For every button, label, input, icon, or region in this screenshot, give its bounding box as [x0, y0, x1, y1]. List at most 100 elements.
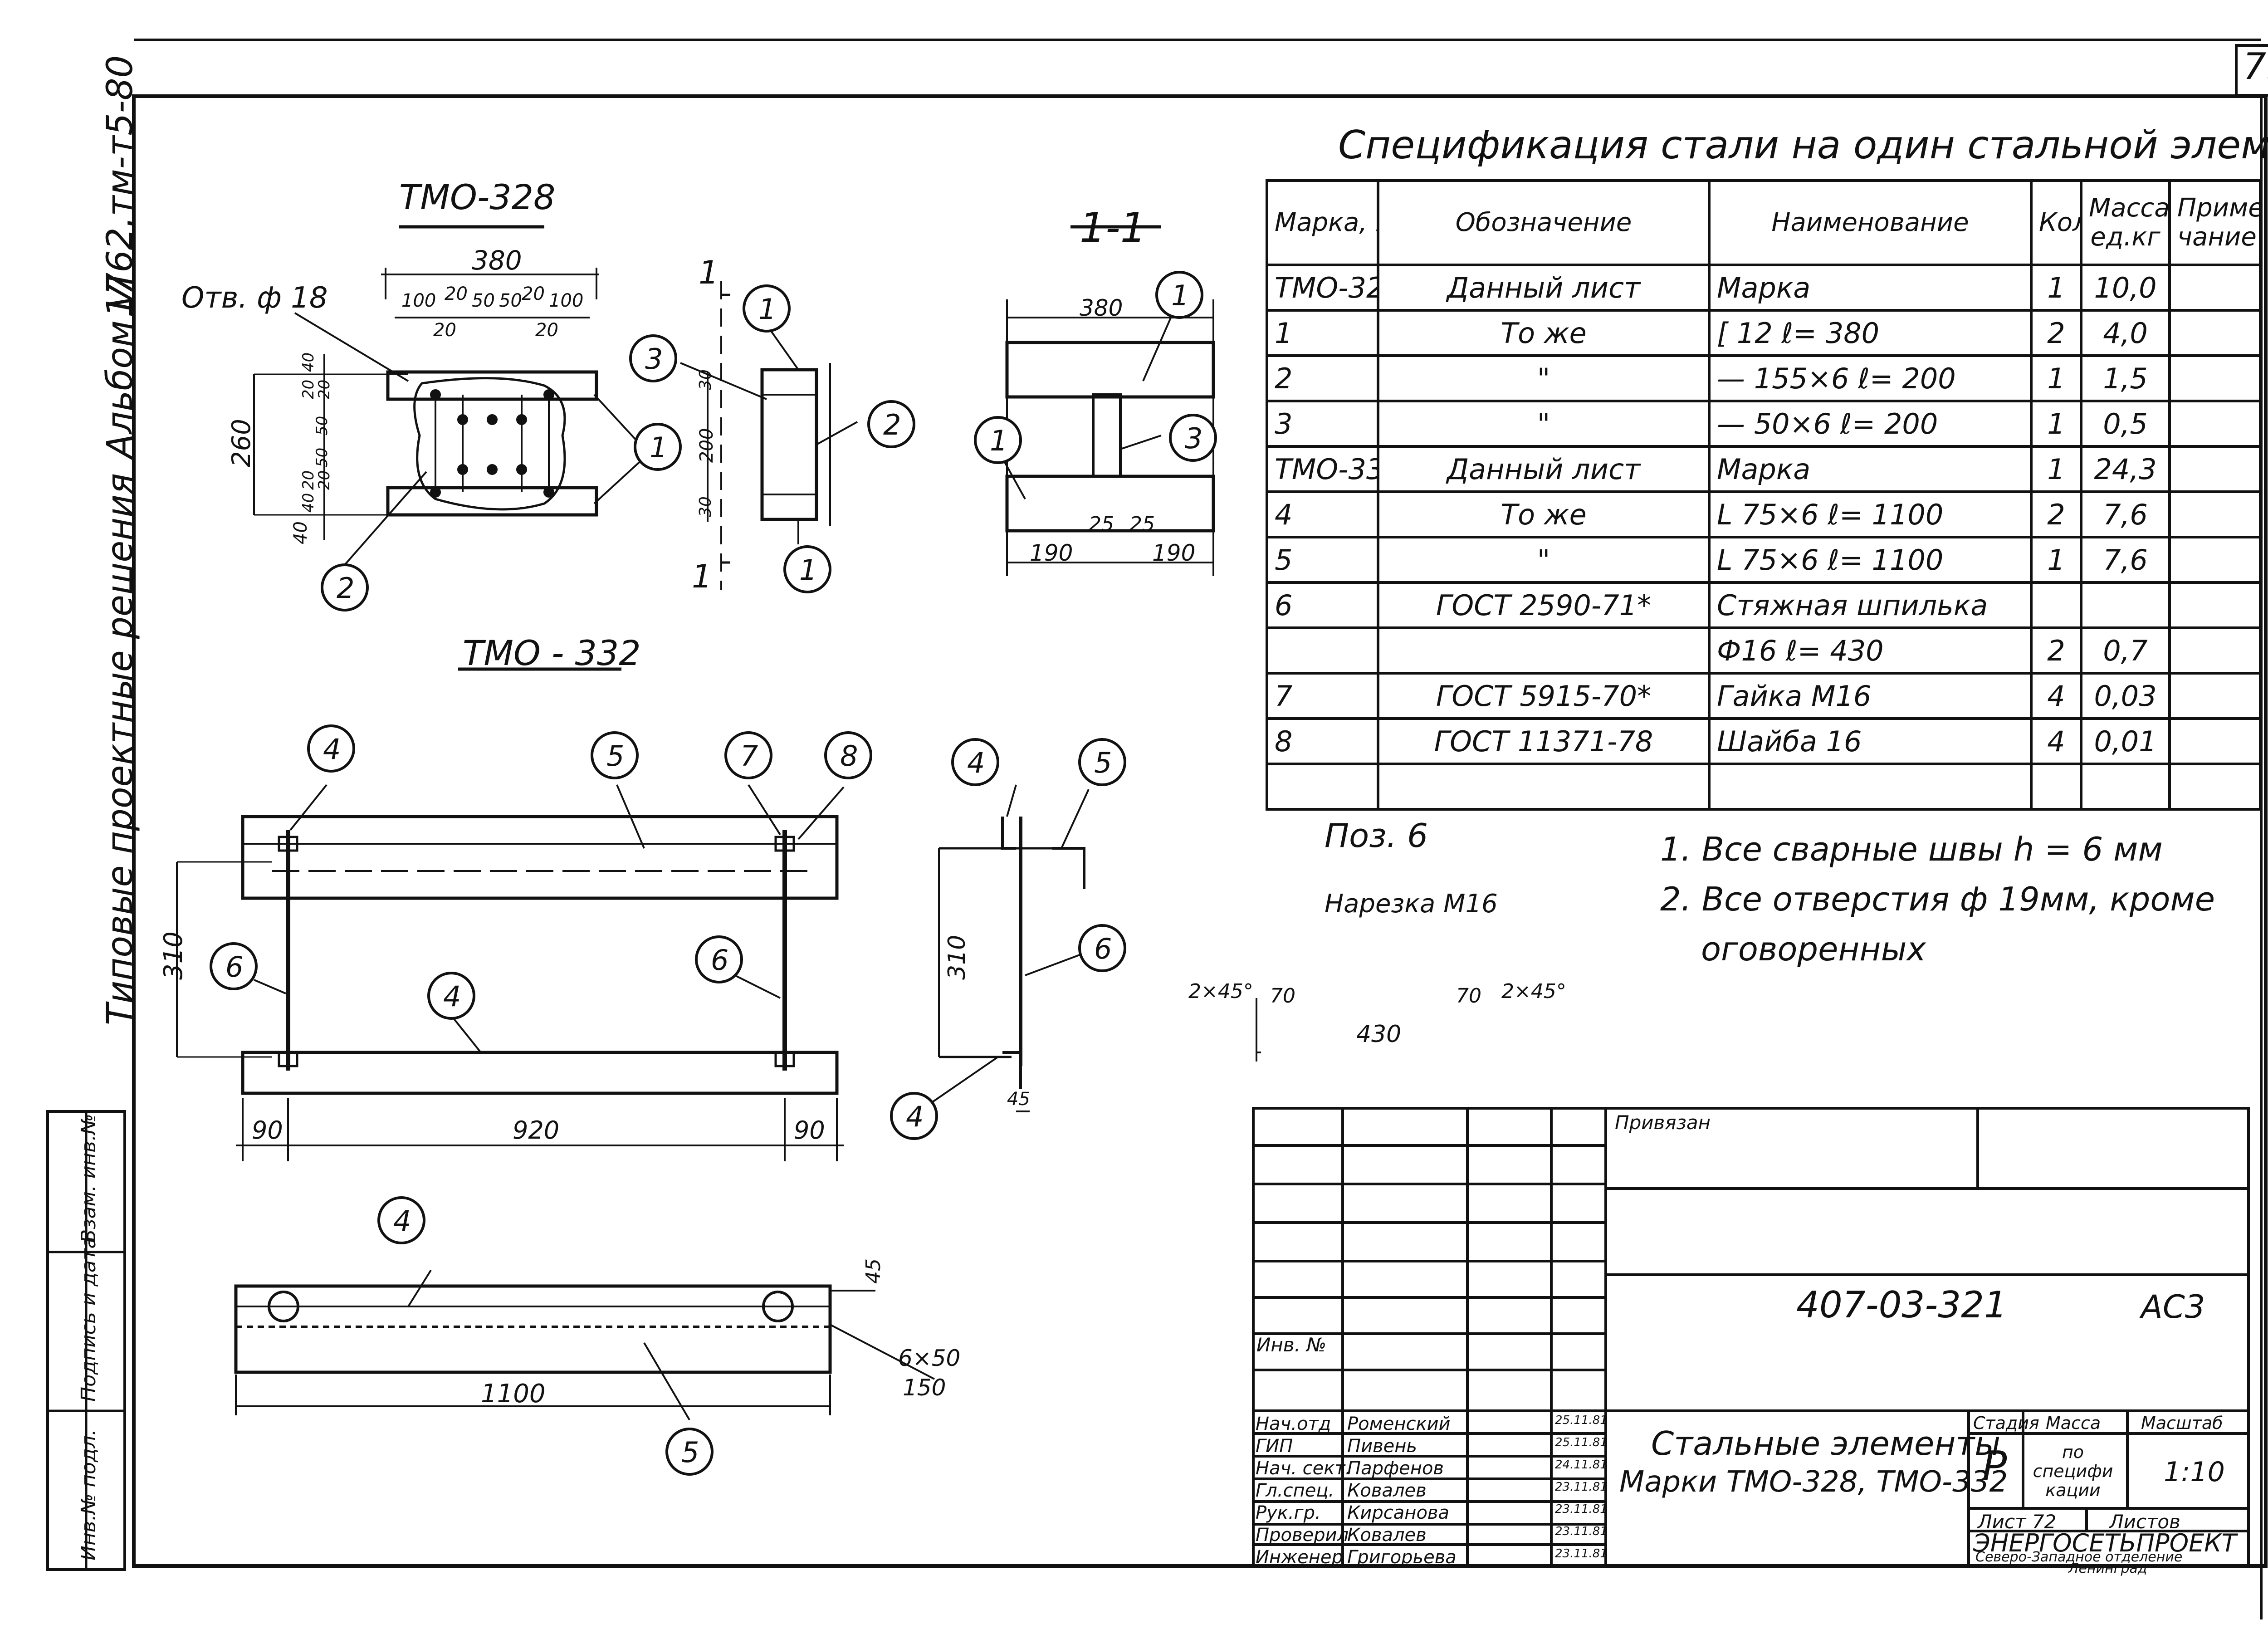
- spec-cell-mark: 6: [1266, 581, 1379, 629]
- sec-dim-25a: 25: [1089, 513, 1114, 536]
- spec-cell-note: [2168, 354, 2262, 402]
- note-2: 2. Все отверстия ф 19мм, кроме: [1660, 880, 2215, 918]
- tmo332-side: [924, 784, 1098, 1112]
- spec-cell-note: [2168, 581, 2262, 629]
- spec-cell-mark: 4: [1266, 490, 1379, 538]
- spec-cell-name: Марка: [1708, 264, 2033, 312]
- dim-side-30a: 30: [696, 369, 715, 390]
- callout-3a: 3: [645, 342, 663, 376]
- callout-1a: 1: [758, 293, 777, 326]
- callout-plan-4: 4: [393, 1204, 411, 1238]
- tb-privyazan: Привязан: [1615, 1111, 1711, 1134]
- spec-cell-note: [2168, 264, 2262, 312]
- dim-v20d: 20: [315, 470, 333, 490]
- spec-cell-mass: [2080, 763, 2171, 811]
- spec-cell-mass: 0,01: [2080, 717, 2171, 765]
- tb-person-date: 25.11.81: [1555, 1414, 1608, 1427]
- section11-title: 1-1: [1080, 204, 1146, 252]
- spec-cell-note: [2168, 490, 2262, 538]
- dim-20d: 20: [535, 320, 558, 341]
- spec-cell-name: Шайба 16: [1708, 717, 2033, 765]
- tb-person-name: Кирсанова: [1347, 1502, 1449, 1523]
- title-block: Привязан Инв. № 407-03-321 АС3 Стальные …: [1252, 1107, 2250, 1576]
- spec-cell-name: L 75×6 ℓ= 1100: [1708, 536, 2033, 584]
- dim-20b: 20: [522, 284, 545, 304]
- spec-cell-qty: 2: [2030, 490, 2082, 538]
- dim-310: 310: [159, 931, 188, 980]
- tb-person-name: Парфенов: [1347, 1458, 1444, 1479]
- spec-cell-mark: 8: [1266, 717, 1379, 765]
- spec-cell-qty: 2: [2030, 626, 2082, 675]
- spec-cell-qty: 1: [2030, 354, 2082, 402]
- tb-title2: Марки ТМО-328, ТМО-332: [1619, 1465, 2008, 1499]
- tb-person-date: 24.11.81: [1555, 1458, 1608, 1472]
- spec-cell-designation: ": [1377, 354, 1711, 402]
- spec-cell-mass: 24,3: [2080, 445, 2171, 493]
- tb-person-name: Роменский: [1347, 1414, 1451, 1434]
- tmo328-plan: [253, 225, 650, 566]
- callout-332-8: 8: [840, 739, 858, 773]
- side332-dim-45: 45: [1007, 1089, 1030, 1110]
- spec-cell-name: [1708, 763, 2033, 811]
- spec-cell-name: Ф16 ℓ= 430: [1708, 626, 2033, 675]
- tb-org2: Северо-Западное отделение: [1975, 1549, 2183, 1565]
- dim-380: 380: [472, 245, 522, 276]
- spec-cell-qty: 4: [2030, 672, 2082, 720]
- tb-mass-h: Масса: [2046, 1413, 2101, 1433]
- callout-side-4b: 4: [906, 1100, 924, 1133]
- tb-org3: Ленинград: [2068, 1561, 2147, 1576]
- poz6-chamfer-right: 2×45°: [1501, 980, 1566, 1003]
- tb-scale-h: Масштаб: [2141, 1413, 2223, 1433]
- tmo332-plan: [234, 1269, 935, 1421]
- dim-6x50: 6×50: [898, 1345, 961, 1371]
- spec-cell-mass: 0,5: [2080, 400, 2171, 448]
- dim-1100: 1100: [481, 1379, 546, 1409]
- tmo328-title: ТМО-328: [399, 177, 556, 217]
- poz6-d70b: 70: [1456, 984, 1481, 1008]
- tb-person-role: Проверил: [1256, 1525, 1349, 1546]
- dim-v50b: 50: [313, 447, 331, 467]
- callout-332-7: 7: [740, 739, 758, 773]
- sec-dim-380: 380: [1080, 295, 1123, 321]
- tb-scale: 1:10: [2164, 1456, 2225, 1488]
- spec-cell-note: [2168, 763, 2262, 811]
- tb-person-role: Инженер: [1256, 1547, 1343, 1568]
- spec-cell-qty: 2: [2030, 309, 2082, 357]
- dim-20a: 20: [445, 284, 468, 304]
- spec-cell-qty: [2030, 763, 2082, 811]
- sec-dim-190a: 190: [1030, 540, 1073, 566]
- spec-cell-designation: ГОСТ 2590-71*: [1377, 581, 1711, 629]
- spec-cell-mass: 0,03: [2080, 672, 2171, 720]
- spec-cell-qty: [2030, 581, 2082, 629]
- poz6-thread: Нарезка М16: [1325, 889, 1498, 919]
- spec-cell-name: Стяжная шпилька: [1708, 581, 2033, 629]
- tmo332-title: ТМО - 332: [463, 633, 641, 673]
- callout-332-5a: 5: [606, 739, 625, 773]
- tb-org1: ЭНЕРГОСЕТЬПРОЕКТ: [1973, 1529, 2237, 1557]
- spec-cell-mass: 0,7: [2080, 626, 2171, 675]
- dim-v50a: 50: [313, 416, 331, 435]
- callout-2a: 2: [883, 408, 901, 441]
- spec-cell-qty: 4: [2030, 717, 2082, 765]
- tb-person-role: Гл.спец.: [1256, 1480, 1334, 1501]
- callout-side-5: 5: [1094, 746, 1112, 779]
- spec-header-mass: Масса ед.кг: [2080, 179, 2171, 266]
- tmo328-hole-note: Отв. ф 18: [181, 281, 328, 315]
- spec-cell-mass: 1,5: [2080, 354, 2171, 402]
- dim-920: 920: [513, 1116, 560, 1145]
- callout-2b: 2: [337, 572, 355, 605]
- spec-cell-designation: ГОСТ 5915-70*: [1377, 672, 1711, 720]
- tb-sheet: Лист 72: [1978, 1511, 2057, 1533]
- spec-cell-mark: 1: [1266, 309, 1379, 357]
- spec-cell-mark: 2: [1266, 354, 1379, 402]
- tb-person-date: 23.11.81: [1555, 1480, 1608, 1494]
- tb-stage-h: Стадия: [1973, 1413, 2039, 1433]
- spec-cell-qty: 1: [2030, 445, 2082, 493]
